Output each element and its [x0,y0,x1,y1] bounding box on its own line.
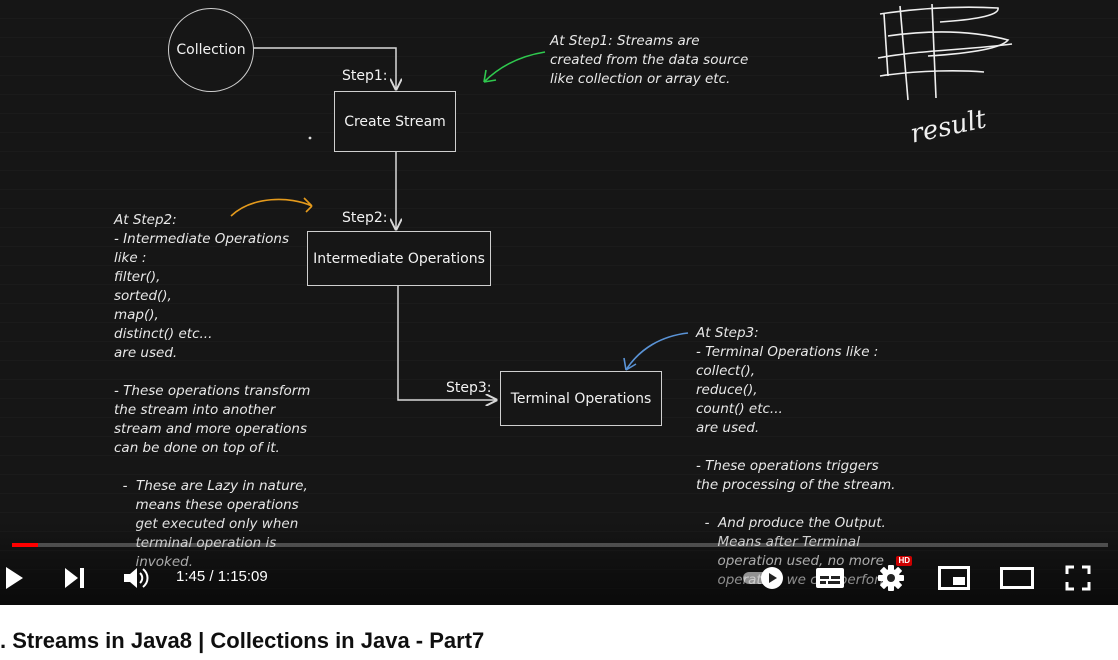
note-line: - These are Lazy in nature, [114,478,308,494]
next-button[interactable] [62,566,88,590]
miniplayer-button[interactable] [938,566,970,590]
connector-step1 [253,47,396,89]
step2-label: Step2: [342,210,388,226]
green-annotation-arrow [483,51,546,83]
step1-label: Step1: [342,68,388,84]
step3-label: Step3: [446,380,492,396]
note-line: collect(), [696,363,756,379]
progress-bar[interactable] [12,543,1108,547]
note-line [696,495,897,514]
note-line: the stream into another [114,402,276,418]
collection-label: Collection [176,42,246,58]
note-line [696,438,897,457]
blue-annotation-arrow [623,332,689,371]
note-line [114,458,310,477]
terminal-operations-node: Terminal Operations [500,371,662,426]
note-line [114,363,310,382]
miniplayer-icon [938,566,970,590]
diagram-connectors [230,3,1013,605]
notebook-background [0,0,1118,605]
note-line: can be done on top of it. [114,440,280,456]
note-line: sorted(), [114,288,172,304]
note-line: created from the data source [550,52,749,68]
note-line: - Terminal Operations like : [696,344,879,360]
note-line: map(), [114,307,159,323]
play-icon [6,567,23,589]
note-line: At Step3: [696,325,759,341]
player-controls: 1:45 / 1:15:09 HD [0,520,1118,605]
note-line: At Step1: Streams are [550,33,700,49]
step2-note: At Step2: - Intermediate Operations like :… [114,211,310,572]
note-line: - These operations triggers [696,458,879,474]
note-line: are used. [114,345,178,361]
next-icon [65,568,84,588]
subtitles-icon [816,568,844,588]
collection-node: Collection [168,8,254,92]
connector-step3 [397,285,496,400]
note-line: At Step2: [114,212,177,228]
intermediate-operations-node: Intermediate Operations [307,231,491,286]
play-button[interactable] [2,564,26,592]
autoplay-icon [743,567,783,589]
progress-played [12,543,38,547]
note-line: means these operations [114,497,299,513]
note-line: the processing of the stream. [696,477,896,493]
orange-annotation-arrow [230,197,313,217]
stray-dot [308,136,312,140]
note-line: filter(), [114,269,161,285]
subtitles-button[interactable] [814,566,846,590]
volume-icon [124,568,149,588]
controls-gradient [0,520,1118,605]
create-stream-label: Create Stream [344,113,446,130]
note-line: stream and more operations [114,421,307,437]
intermediate-operations-label: Intermediate Operations [313,250,485,267]
video-title[interactable]: . Streams in Java8 | Collections in Java… [0,628,485,653]
note-line: reduce(), [696,382,758,398]
theater-mode-icon [1000,567,1034,589]
create-stream-node: Create Stream [334,91,456,152]
gear-icon [878,565,904,591]
settings-button[interactable]: HD [876,556,912,592]
note-line: distinct() etc... [114,326,213,342]
hd-badge: HD [896,556,912,566]
terminal-operations-label: Terminal Operations [510,390,652,407]
note-line: like collection or array etc. [550,71,731,87]
note-line: are used. [696,420,760,436]
fullscreen-button[interactable] [1064,564,1092,592]
fullscreen-icon [1065,565,1091,591]
theater-mode-button[interactable] [1000,566,1034,590]
note-line: count() etc... [696,401,783,417]
handwritten-scribble [877,3,1013,101]
time-display: 1:45 / 1:15:09 [176,568,268,585]
note-line: - Intermediate Operations [114,231,290,247]
video-player[interactable]: Collection Step1: Create Stream Step2: I… [0,0,1118,605]
note-line: like : [114,250,147,266]
autoplay-toggle[interactable] [742,566,786,590]
note-line: - These operations transform [114,383,311,399]
step1-note: At Step1: Streams are created from the da… [550,32,748,89]
volume-button[interactable] [122,566,150,590]
